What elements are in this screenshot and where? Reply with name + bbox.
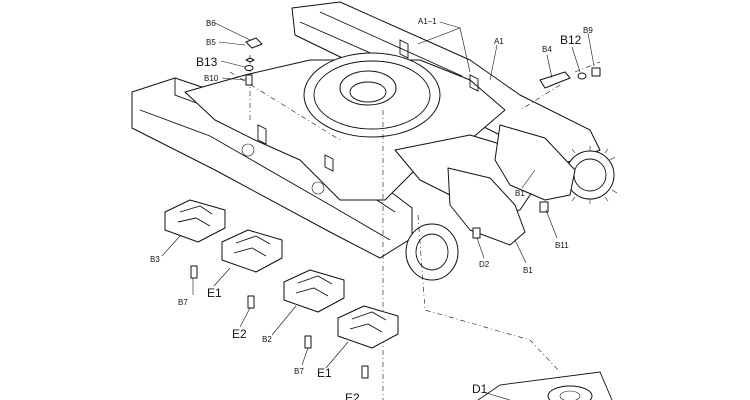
cover-plate-b1-lower [447,167,526,246]
leader-lines [161,21,595,400]
track-frame [131,1,618,281]
label-b5: B5 [206,38,216,47]
label-e2-bottom: E2 [345,391,360,400]
label-b9: B9 [583,26,593,35]
track-guard-b2 [283,269,345,313]
label-b12: B12 [560,33,582,47]
label-d2: D2 [479,260,490,269]
label-e1-bottom: E1 [317,366,332,380]
label-e2-left: E2 [232,327,247,341]
label-a1-1: A1–1 [418,17,437,26]
roller-d1 [477,371,613,400]
label-b11: B11 [555,241,569,250]
label-b7-bottom: B7 [294,367,304,376]
label-b1-upper: B1 [515,189,525,198]
track-guard-e1-bottom [337,305,399,349]
label-b6: B6 [206,19,216,28]
label-b13: B13 [196,55,218,69]
label-b2: B2 [262,335,272,344]
label-b7-left: B7 [178,298,188,307]
cover-plate-b1-upper [494,124,576,201]
label-e1-left: E1 [207,286,222,300]
label-a1: A1 [494,37,504,46]
label-d1: D1 [472,382,488,396]
label-b4: B4 [542,45,552,54]
label-b3: B3 [150,255,160,264]
track-guard-b3 [164,199,226,243]
label-b10: B10 [204,74,219,83]
bolt-parts [190,37,601,379]
part-labels: B6 B5 B13 B10 A1–1 A1 B9 B12 B4 B1 B11 D… [150,17,593,400]
track-guard-e1-left [221,229,283,273]
label-b1-lower: B1 [523,266,533,275]
